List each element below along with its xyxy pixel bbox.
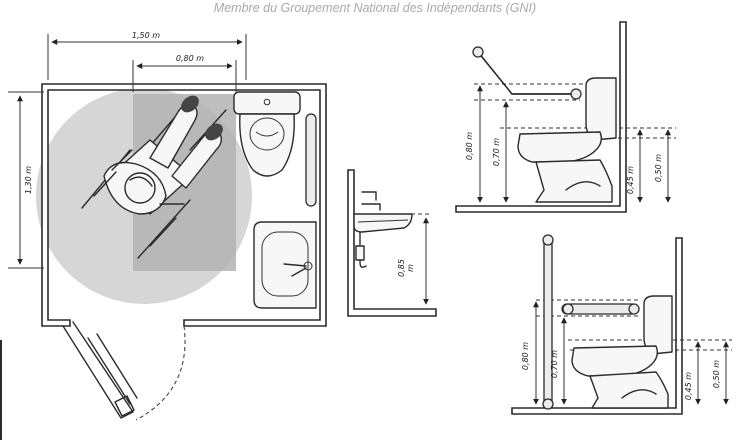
angled-seat-low-label: 0,45 m (626, 166, 635, 194)
sink-height-label: 0,85 (397, 259, 406, 277)
toilet-elevation-angled: 0,80 m 0,70 m 0,45 m 0,50 m (455, 21, 676, 213)
toilet-elevation-vertical: 0,80 m 0,70 m 0,45 m 0,50 m (511, 234, 732, 415)
door (62, 321, 186, 421)
toilet-top-view (233, 91, 301, 177)
wall-vertical (511, 237, 683, 415)
plan-grab-bar (305, 113, 317, 207)
sink-wall (347, 169, 437, 317)
depth-label: 1,30 m (24, 166, 33, 194)
vertical-seat-low-label: 0,45 m (684, 372, 693, 400)
washbasin-top-view (253, 221, 317, 309)
angled-bar-height-label: 0,80 m (465, 132, 474, 160)
sink-elevation: 0,85 m (347, 169, 437, 317)
sink-height-unit: m (406, 264, 415, 272)
wall-angled (455, 21, 627, 213)
dimension-clearance: 0,80 m (132, 54, 237, 92)
floor-plan: 1,50 m 0,80 m 1,30 m (8, 31, 327, 421)
vertical-seat-top-label: 0,70 m (550, 350, 559, 378)
wheelchair-user (81, 95, 227, 259)
header-credit: Membre du Groupement National des Indépe… (213, 1, 537, 15)
angled-seat-top-label: 0,70 m (492, 138, 501, 166)
vertical-bar-height-label: 0,80 m (521, 342, 530, 370)
room-walls (41, 83, 327, 327)
dimension-width: 1,50 m (47, 31, 247, 80)
clearance-label: 0,80 m (176, 54, 204, 63)
width-label: 1,50 m (132, 31, 160, 40)
vertical-seat-high-label: 0,50 m (712, 360, 721, 388)
dimension-depth: 1,30 m (8, 91, 44, 269)
angled-seat-high-label: 0,50 m (654, 154, 663, 182)
